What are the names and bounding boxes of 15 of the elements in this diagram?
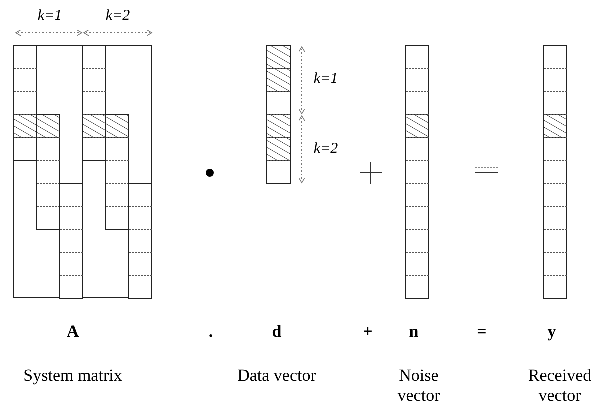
index-label: k=1: [38, 7, 62, 25]
caption: Noise vector: [396, 366, 442, 407]
equation-symbol: +: [363, 322, 373, 342]
caption: Data vector: [237, 366, 317, 386]
caption: System matrix: [24, 366, 122, 386]
equation-symbol: =: [477, 322, 487, 342]
equation-symbol: d: [272, 322, 282, 342]
equation-symbol: y: [548, 322, 556, 342]
index-label: k=2: [314, 140, 338, 158]
equation-symbol: A: [66, 322, 80, 342]
index-label: k=2: [106, 7, 130, 25]
caption: Received vector: [527, 366, 593, 407]
equation-symbol: .: [208, 322, 214, 342]
index-label: k=1: [314, 70, 338, 88]
equation-symbol: n: [409, 322, 419, 342]
